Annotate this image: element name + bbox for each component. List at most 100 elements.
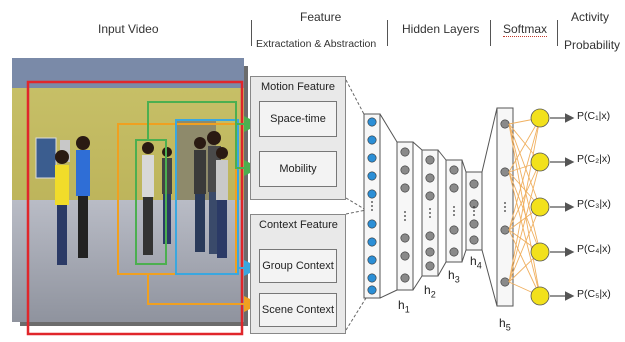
ellipsis-dot: [473, 210, 475, 212]
ellipsis-dot: [371, 201, 373, 203]
output-node: [530, 242, 550, 262]
ellipsis-dot: [453, 206, 455, 208]
green-arrow: [147, 101, 260, 176]
network-node: [400, 147, 410, 157]
ellipsis-dot: [473, 214, 475, 216]
softmax-connection: [508, 123, 541, 253]
softmax-connection: [508, 117, 541, 173]
output-node: [530, 152, 550, 172]
network-node: [367, 117, 377, 127]
mobility-box: Mobility: [259, 151, 337, 187]
hidden-layer-label-h2: h2: [424, 283, 436, 300]
softmax-connection: [508, 123, 541, 208]
person-figure: [216, 147, 228, 258]
ellipsis-dot: [429, 216, 431, 218]
network-node: [449, 225, 459, 235]
network-node: [425, 155, 435, 165]
funnel-line: [345, 209, 367, 215]
output-prob-5: P(C₅|x): [577, 288, 611, 300]
network-node: [367, 135, 377, 145]
output-prob-4: P(C₄|x): [577, 243, 611, 255]
video-frame-stack: [12, 58, 248, 326]
ellipsis-dot: [404, 219, 406, 221]
network-node: [367, 237, 377, 247]
network-node: [425, 261, 435, 271]
layer-connection: [461, 159, 467, 173]
network-node: [469, 199, 479, 209]
hidden-layer-label-h5: h5: [499, 316, 511, 333]
person-figure: [142, 142, 154, 255]
softmax-connection: [508, 171, 541, 297]
feature-subheader: Extractation & Abstraction: [256, 38, 377, 50]
space-time-box: Space-time: [259, 101, 337, 137]
softmax-connection: [508, 117, 541, 231]
network-node: [367, 189, 377, 199]
context-feature-title: Context Feature: [259, 219, 338, 231]
ellipsis-dot: [504, 206, 506, 208]
layer-connection: [412, 275, 423, 291]
network-node: [469, 179, 479, 189]
header-separator: [387, 20, 388, 46]
softmax-connection: [508, 123, 541, 297]
group-context-box: Group Context: [259, 249, 337, 283]
ellipsis-dot: [404, 215, 406, 217]
network-node: [425, 191, 435, 201]
ellipsis-dot: [371, 209, 373, 211]
network-node: [425, 231, 435, 241]
network-node: [449, 165, 459, 175]
network-node: [400, 273, 410, 283]
softmax-connection: [508, 171, 541, 253]
output-prob-2: P(C₂|x): [577, 153, 611, 165]
layer-connection: [461, 249, 467, 263]
header-separator: [251, 20, 252, 46]
network-node: [425, 247, 435, 257]
person-figure: [76, 136, 90, 258]
header-separator: [490, 20, 491, 46]
ellipsis-dot: [453, 210, 455, 212]
network-node: [367, 285, 377, 295]
network-node: [449, 183, 459, 193]
scene-context-box: Scene Context: [259, 293, 337, 327]
softmax-connection: [508, 117, 541, 283]
hidden-layer-label-h1: h1: [398, 298, 410, 315]
hidden-layer-label-h4: h4: [470, 254, 482, 271]
network-node: [500, 277, 510, 287]
funnel-line: [345, 79, 367, 119]
network-node: [449, 247, 459, 257]
header-separator: [557, 20, 558, 46]
layer-connection: [481, 107, 498, 173]
activity-header: Activity: [571, 10, 610, 24]
softmax-connection: [508, 161, 541, 231]
feature-header: Feature: [300, 10, 342, 24]
network-node: [367, 273, 377, 283]
softmax-connection: [508, 206, 541, 283]
network-node: [367, 219, 377, 229]
person-figure: [194, 137, 206, 252]
ellipsis-dot: [429, 212, 431, 214]
ellipsis-dot: [504, 202, 506, 204]
layer-connection: [481, 249, 498, 307]
network-node: [400, 165, 410, 175]
softmax-connection: [508, 161, 541, 283]
context-bounding-box: [175, 119, 239, 275]
funnel-line: [345, 197, 367, 211]
person-figure: [55, 150, 69, 265]
output-prob-1: P(C₁|x): [577, 110, 611, 122]
probability-header: Probability: [564, 38, 621, 52]
ellipsis-dot: [404, 211, 406, 213]
hidden-layers-header: Hidden Layers: [402, 22, 480, 36]
network-node: [500, 119, 510, 129]
ellipsis-dot: [473, 206, 475, 208]
network-node: [500, 225, 510, 235]
mobility-bounding-box: [135, 139, 167, 265]
network-node: [425, 173, 435, 183]
ellipsis-dot: [504, 210, 506, 212]
network-node: [400, 183, 410, 193]
ellipsis-dot: [371, 205, 373, 207]
layer-connection: [412, 141, 423, 151]
layer-connection: [437, 261, 447, 277]
network-node: [400, 251, 410, 261]
network-node: [367, 153, 377, 163]
layer-connection: [379, 113, 398, 143]
